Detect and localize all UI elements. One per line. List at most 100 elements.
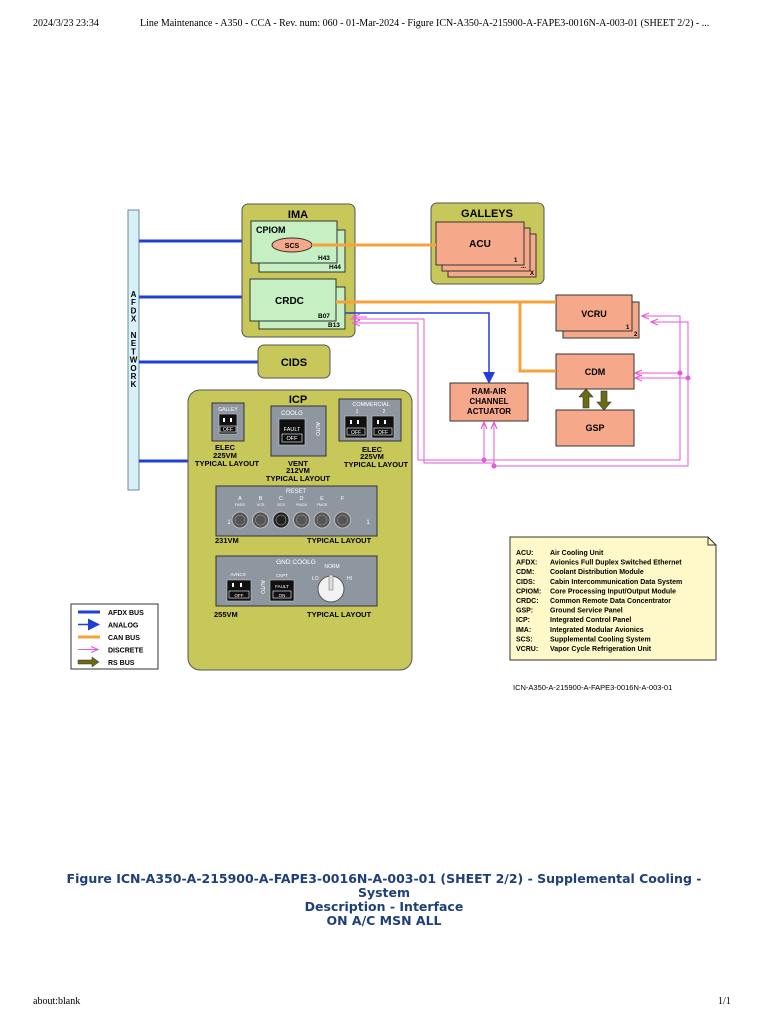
scs-label: SCS <box>285 243 300 250</box>
discrete-junctions <box>481 370 691 469</box>
auto-text: AUTO <box>259 580 265 594</box>
vcru-label: VCRU <box>581 309 607 319</box>
cids-box <box>257 344 331 379</box>
reset-button-d[interactable] <box>293 511 310 529</box>
reset-button-a[interactable] <box>231 511 249 529</box>
abbr-term: CRDC: <box>516 598 539 605</box>
reset-button-b[interactable] <box>252 511 269 529</box>
galley-caption-2: 225VM <box>213 451 237 460</box>
cdm-box <box>555 353 635 390</box>
ram-air-label-3: ACTUATOR <box>467 407 511 416</box>
legend-swatch-rs-bus <box>77 656 100 668</box>
galley-off-label: OFF <box>223 427 233 433</box>
commercial-caption-2: 225VM <box>360 452 384 461</box>
ckpt-on: ON <box>279 593 286 598</box>
abbr-term: VCRU: <box>516 646 538 653</box>
coolg-pushbutton[interactable] <box>278 418 306 446</box>
abbr-definition: Cabin Intercommunication Data System <box>550 579 682 586</box>
vcru-box <box>555 294 633 332</box>
legend-items: AFDX BUS ANALOG CAN BUS DISCRETE RS BUS <box>77 610 144 668</box>
reset-button-ring <box>275 514 287 526</box>
reset-button-e[interactable] <box>313 511 331 529</box>
cpiom-title: CPIOM <box>256 225 286 235</box>
cdm-label: CDM <box>585 367 606 377</box>
print-footer-url: about:blank <box>33 996 81 1007</box>
ram-air-label-1: RAM-AIR <box>472 387 507 396</box>
gnd-coolg-norm: NORM <box>324 564 339 570</box>
print-datetime: 2024/3/23 23:34 <box>33 18 99 29</box>
reset-letter: D <box>300 496 304 502</box>
reset-button-f[interactable] <box>334 511 351 529</box>
acu-label: ACU <box>469 239 491 250</box>
galleys-title: GALLEYS <box>461 208 513 220</box>
ckpt-pushbutton[interactable] <box>269 579 295 602</box>
legend-label: RS BUS <box>108 660 135 667</box>
crdc-title: CRDC <box>275 296 304 307</box>
coolg-panel-title: COOLG <box>281 411 303 417</box>
commercial-2-off: OFF <box>378 430 388 436</box>
coolg-caption-1: VENT <box>288 459 308 468</box>
abbr-definition: Ground Service Panel <box>550 608 623 615</box>
commercial-panel-title: COMMERCIAL <box>352 402 389 408</box>
figure-caption: Figure ICN-A350-A-215900-A-FAPE3-0016N-A… <box>40 872 728 928</box>
gnd-coolg-hi: HI <box>347 576 352 582</box>
abbr-term: SCS: <box>516 636 533 643</box>
discrete-lines <box>350 316 689 467</box>
reset-caption-left: 231VM <box>215 536 239 545</box>
vcru-id-1: 1 <box>626 325 630 331</box>
gnd-coolg-lo: LO <box>312 576 319 582</box>
print-footer-page: 1/1 <box>718 996 731 1007</box>
afdx-network-bar <box>127 209 140 491</box>
acu-id-1: 1 <box>514 258 518 264</box>
commercial-caption-3: TYPICAL LAYOUT <box>344 460 409 469</box>
afdx-bus-lines <box>139 239 258 463</box>
legend-label: DISCRETE <box>108 648 144 655</box>
abbr-definition: Avionics Full Duplex Switched Ethernet <box>550 560 682 567</box>
legend-label: AFDX BUS <box>108 610 144 617</box>
coolg-off-label: OFF <box>287 436 299 442</box>
abbr-definition: Air Cooling Unit <box>550 550 604 557</box>
afdx-letter: E <box>131 339 137 348</box>
caption-line-3: ON A/C MSN ALL <box>326 913 442 928</box>
avncs-off: OFF <box>235 593 244 598</box>
gsp-box <box>555 409 635 447</box>
abbr-definition: Integrated Modular Avionics <box>550 627 644 634</box>
reset-letter: F <box>341 496 345 502</box>
afdx-letter: O <box>130 364 136 373</box>
reset-panel-title: RESET <box>286 489 306 495</box>
abbr-definition: Integrated Control Panel <box>550 617 631 624</box>
coolg-auto-label: AUTO <box>314 422 320 436</box>
reset-sublabel: FMCE <box>317 503 328 507</box>
gnd-coolg-auto-label: AUTO <box>259 580 265 594</box>
afdx-letter: N <box>131 331 137 340</box>
reset-button-ring <box>316 514 328 526</box>
abbreviations-note <box>509 536 717 661</box>
abbr-term: IMA: <box>516 627 531 634</box>
abbr-term: CDM: <box>516 569 534 576</box>
caption-line-2: Description - Interface <box>304 899 464 914</box>
reset-letter: E <box>320 496 324 502</box>
reset-sublabel: FADS <box>235 503 245 507</box>
abbr-term: ACU: <box>516 550 534 557</box>
gnd-coolg-avncs: AVNCS <box>230 572 245 577</box>
figure-id: ICN-A350-A-215900-A-FAPE3-0016N-A-003-01 <box>513 683 672 692</box>
icp-title: ICP <box>289 394 307 406</box>
legend-label: CAN BUS <box>108 635 140 642</box>
caption-line-1: Figure ICN-A350-A-215900-A-FAPE3-0016N-A… <box>66 871 702 900</box>
reset-button-c[interactable] <box>272 511 290 529</box>
vcru-id-2: 2 <box>634 332 638 338</box>
reset-button-ring <box>296 514 307 526</box>
legend-label: ANALOG <box>108 623 139 630</box>
afdx-letter: A <box>131 290 137 299</box>
cpiom-id-2: H44 <box>329 264 341 271</box>
ram-air-actuator-box <box>449 382 529 422</box>
commercial-1-label: 1 <box>356 409 359 415</box>
reset-sublabel: VCS <box>257 503 265 507</box>
print-doc-title: Line Maintenance - A350 - CCA - Rev. num… <box>140 18 710 29</box>
coolg-caption-3: TYPICAL LAYOUT <box>266 474 331 483</box>
commercial-caption-1: ELEC <box>362 445 383 454</box>
acu-id-2: ... <box>521 264 526 270</box>
acu-box <box>435 221 525 266</box>
abbr-term: GSP: <box>516 608 533 615</box>
